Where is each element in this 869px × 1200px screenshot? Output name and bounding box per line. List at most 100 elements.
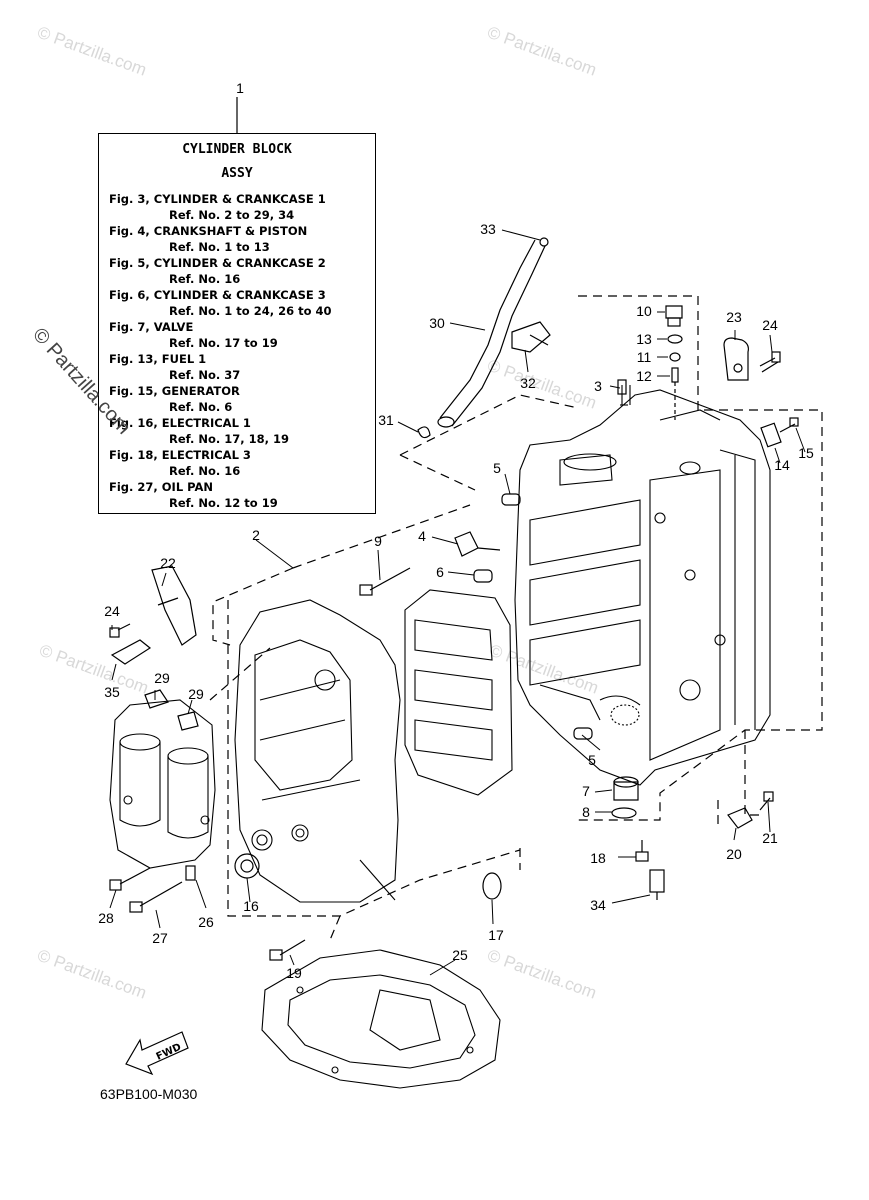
callout-9[interactable]: 9 bbox=[374, 533, 382, 549]
callout-34[interactable]: 34 bbox=[590, 897, 606, 913]
part-21-screw bbox=[759, 791, 774, 811]
callout-35[interactable]: 35 bbox=[104, 684, 120, 700]
assy-ref-line: Ref. No. 17 to 19 bbox=[169, 336, 278, 350]
assy-fig-line: Fig. 6, CYLINDER & CRANKCASE 3 bbox=[109, 288, 326, 302]
part-7-plug bbox=[613, 776, 639, 801]
assembly-outline bbox=[209, 295, 823, 941]
callout-24[interactable]: 24 bbox=[104, 603, 120, 619]
assy-fig-line: Fig. 3, CYLINDER & CRANKCASE 1 bbox=[109, 192, 326, 206]
part-34-fitting bbox=[649, 869, 665, 900]
callout-7[interactable]: 7 bbox=[582, 783, 590, 799]
callout-22[interactable]: 22 bbox=[160, 555, 176, 571]
part-32-holder bbox=[511, 321, 551, 353]
callout-33[interactable]: 33 bbox=[480, 221, 496, 237]
callout-19[interactable]: 19 bbox=[286, 965, 302, 981]
assy-subtitle: ASSY bbox=[221, 166, 253, 181]
part-12-bolt bbox=[671, 367, 679, 420]
part-14-plate bbox=[760, 422, 782, 448]
callout-18[interactable]: 18 bbox=[590, 850, 606, 866]
callout-4[interactable]: 4 bbox=[418, 528, 426, 544]
callout-leaders bbox=[109, 229, 806, 976]
callout-5[interactable]: 5 bbox=[493, 460, 501, 476]
callout-11[interactable]: 11 bbox=[636, 349, 652, 365]
part-25-gasket bbox=[261, 949, 501, 1089]
callout-10[interactable]: 10 bbox=[636, 303, 652, 319]
assy-title: CYLINDER BLOCK bbox=[182, 142, 292, 157]
part-10-plug bbox=[665, 305, 683, 327]
callout-13[interactable]: 13 bbox=[636, 331, 652, 347]
callout-1[interactable]: 1 bbox=[236, 80, 244, 96]
callout-16[interactable]: 16 bbox=[243, 898, 259, 914]
part-13-washer bbox=[667, 334, 683, 344]
part-17-oring bbox=[482, 872, 502, 900]
part-3-pin bbox=[617, 379, 627, 395]
part-24-bolt-left bbox=[109, 623, 131, 638]
crankcase bbox=[234, 599, 401, 903]
part-6-dowel bbox=[473, 569, 493, 583]
callout-17[interactable]: 17 bbox=[488, 927, 504, 943]
callout-29[interactable]: 29 bbox=[154, 670, 170, 686]
callout-15[interactable]: 15 bbox=[798, 445, 814, 461]
callout-28[interactable]: 28 bbox=[98, 910, 114, 926]
callout-32[interactable]: 32 bbox=[520, 375, 536, 391]
assy-ref-line: Ref. No. 6 bbox=[169, 400, 233, 414]
part-24-bolt-top bbox=[759, 351, 781, 373]
assy-fig-line: Fig. 18, ELECTRICAL 3 bbox=[109, 448, 251, 462]
assy-ref-line: Ref. No. 16 bbox=[169, 272, 241, 286]
part-20-clamp bbox=[727, 807, 753, 829]
part-29-cap-b bbox=[177, 711, 199, 731]
part-5-dowel-top bbox=[501, 493, 521, 506]
assy-ref-line: Ref. No. 2 to 29, 34 bbox=[169, 208, 295, 222]
part-30-hose bbox=[437, 239, 546, 428]
callout-3[interactable]: 3 bbox=[594, 378, 602, 394]
part-8-oring bbox=[611, 807, 637, 819]
part-5-dowel-bottom bbox=[573, 727, 593, 740]
part-11-washer bbox=[669, 352, 681, 362]
callout-31[interactable]: 31 bbox=[378, 412, 394, 428]
callout-6[interactable]: 6 bbox=[436, 564, 444, 580]
callout-24[interactable]: 24 bbox=[762, 317, 778, 333]
callout-26[interactable]: 26 bbox=[198, 914, 214, 930]
assy-ref-line: Ref. No. 12 to 19 bbox=[169, 496, 278, 510]
callout-14[interactable]: 14 bbox=[774, 457, 790, 473]
callout-29[interactable]: 29 bbox=[188, 686, 204, 702]
callout-2[interactable]: 2 bbox=[252, 527, 260, 543]
part-27-bolt bbox=[129, 881, 183, 913]
part-18-bolt bbox=[635, 840, 649, 862]
part-26-screw bbox=[185, 865, 196, 881]
assy-ref-line: Ref. No. 16 bbox=[169, 464, 241, 478]
callout-30[interactable]: 30 bbox=[429, 315, 445, 331]
callout-20[interactable]: 20 bbox=[726, 846, 742, 862]
assy-ref-line: Ref. No. 1 to 13 bbox=[169, 240, 270, 254]
part-9-bolt bbox=[359, 567, 411, 596]
part-23-bracket bbox=[723, 337, 749, 381]
callout-23[interactable]: 23 bbox=[726, 309, 742, 325]
callout-12[interactable]: 12 bbox=[636, 368, 652, 384]
part-22-bracket bbox=[151, 565, 197, 646]
callout-25[interactable]: 25 bbox=[452, 947, 468, 963]
part-15-screw bbox=[779, 417, 799, 433]
assy-fig-line: Fig. 15, GENERATOR bbox=[109, 384, 240, 398]
assy-fig-line: Fig. 7, VALVE bbox=[109, 320, 194, 334]
callout-27[interactable]: 27 bbox=[152, 930, 168, 946]
fwd-arrow bbox=[125, 1031, 189, 1076]
assy-fig-line: Fig. 16, ELECTRICAL 1 bbox=[109, 416, 251, 430]
part-35-plate bbox=[110, 639, 152, 665]
part-29-cap-a bbox=[144, 689, 169, 709]
assy-fig-line: Fig. 27, OIL PAN bbox=[109, 480, 214, 494]
cylinder-block bbox=[514, 385, 771, 786]
assy-ref-line: Ref. No. 17, 18, 19 bbox=[169, 432, 290, 446]
head-assembly bbox=[109, 699, 216, 869]
assy-fig-line: Fig. 13, FUEL 1 bbox=[109, 352, 207, 366]
callout-5[interactable]: 5 bbox=[588, 752, 596, 768]
callout-8[interactable]: 8 bbox=[582, 804, 590, 820]
callout-21[interactable]: 21 bbox=[762, 830, 778, 846]
part-4-fitting bbox=[454, 531, 501, 557]
diagram-code: 63PB100-M030 bbox=[100, 1086, 198, 1102]
assy-ref-line: Ref. No. 37 bbox=[169, 368, 241, 382]
assy-fig-line: Fig. 5, CYLINDER & CRANKCASE 2 bbox=[109, 256, 326, 270]
spacer-plate bbox=[404, 589, 513, 796]
part-33-clip bbox=[539, 237, 549, 247]
assy-ref-line: Ref. No. 1 to 24, 26 to 40 bbox=[169, 304, 332, 318]
